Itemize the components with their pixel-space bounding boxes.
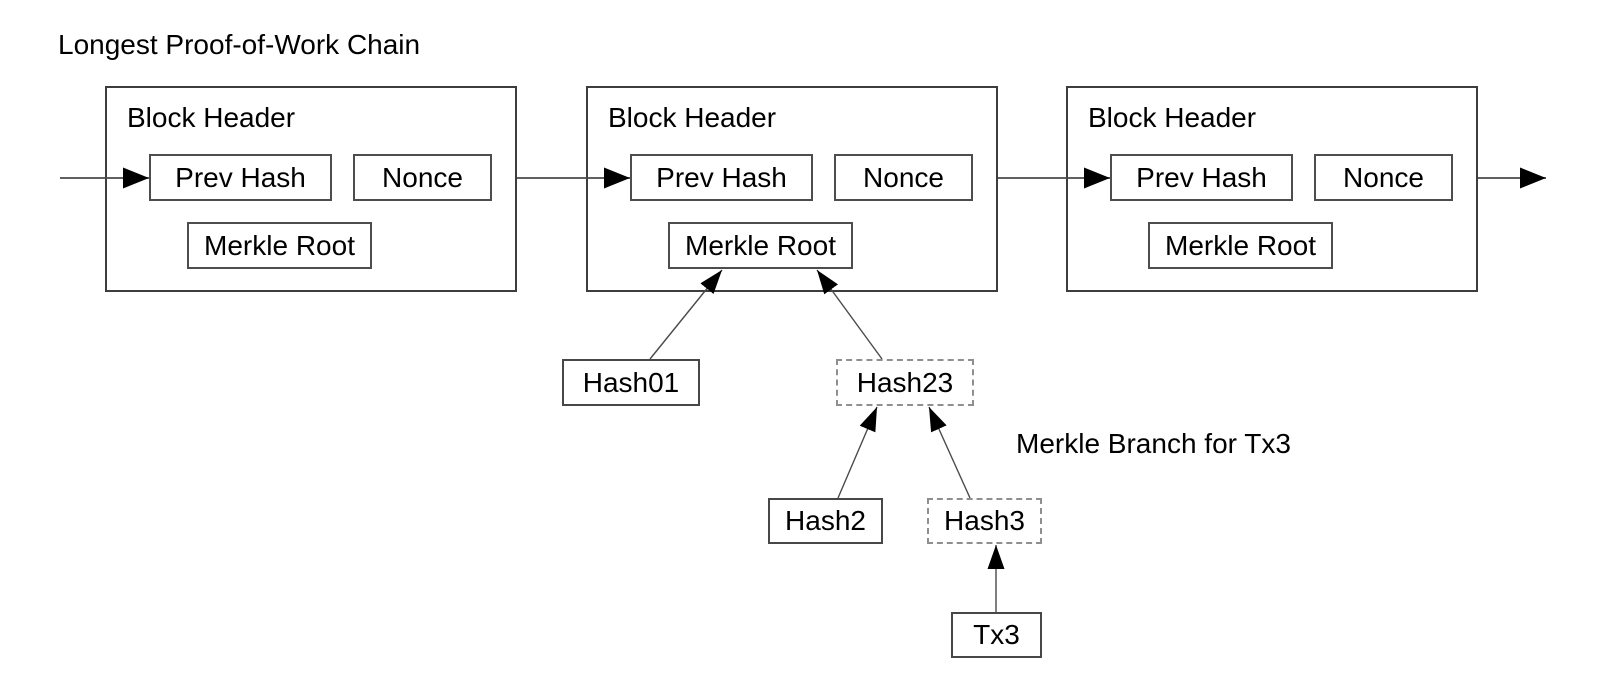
arrow-hash3-to-hash23 <box>928 406 971 499</box>
merkle-root-box: Merkle Root <box>187 222 372 269</box>
merkle-root-label: Merkle Root <box>204 229 355 261</box>
hash01-label: Hash01 <box>582 366 680 398</box>
nonce-box: Nonce <box>834 154 973 201</box>
nonce-box: Nonce <box>353 154 492 201</box>
block-header-label: Block Header <box>1088 102 1257 133</box>
hash23-label: Hash23 <box>856 366 954 398</box>
nonce-label: Nonce <box>863 161 944 193</box>
merkle-arrows <box>649 269 1005 612</box>
hash2-label: Hash2 <box>785 505 866 536</box>
tx3-label: Tx3 <box>973 619 1020 650</box>
block-header-label: Block Header <box>608 102 777 133</box>
hash3-node: Hash3 <box>927 498 1042 544</box>
block-header-box-3: Block Header Prev Hash Nonce Merkle Root <box>1066 86 1478 292</box>
hash2-node: Hash2 <box>768 498 883 544</box>
prev-hash-label: Prev Hash <box>175 161 306 193</box>
prev-hash-box: Prev Hash <box>149 154 332 201</box>
block-header-label: Block Header <box>127 102 296 133</box>
prev-hash-label: Prev Hash <box>656 161 787 193</box>
merkle-root-label: Merkle Root <box>1165 229 1316 261</box>
hash01-node: Hash01 <box>562 359 700 406</box>
nonce-box: Nonce <box>1314 154 1453 201</box>
prev-hash-box: Prev Hash <box>1110 154 1293 201</box>
merkle-root-box: Merkle Root <box>668 222 853 269</box>
hash3-label: Hash3 <box>944 505 1025 536</box>
arrow-hash2-to-hash23 <box>837 406 878 499</box>
nonce-label: Nonce <box>1343 161 1424 193</box>
block-header-box-1: Block Header Prev Hash Nonce Merkle Root <box>105 86 517 292</box>
tx3-node: Tx3 <box>951 612 1042 658</box>
merkle-branch-label: Merkle Branch for Tx3 <box>1016 428 1291 459</box>
merkle-root-label: Merkle Root <box>685 229 836 261</box>
prev-hash-box: Prev Hash <box>630 154 813 201</box>
hash23-node: Hash23 <box>836 359 974 406</box>
block-header-box-2: Block Header Prev Hash Nonce Merkle Root <box>586 86 998 292</box>
nonce-label: Nonce <box>382 161 463 193</box>
prev-hash-label: Prev Hash <box>1136 161 1267 193</box>
diagram-title: Longest Proof-of-Work Chain <box>58 29 421 60</box>
merkle-root-box: Merkle Root <box>1148 222 1333 269</box>
